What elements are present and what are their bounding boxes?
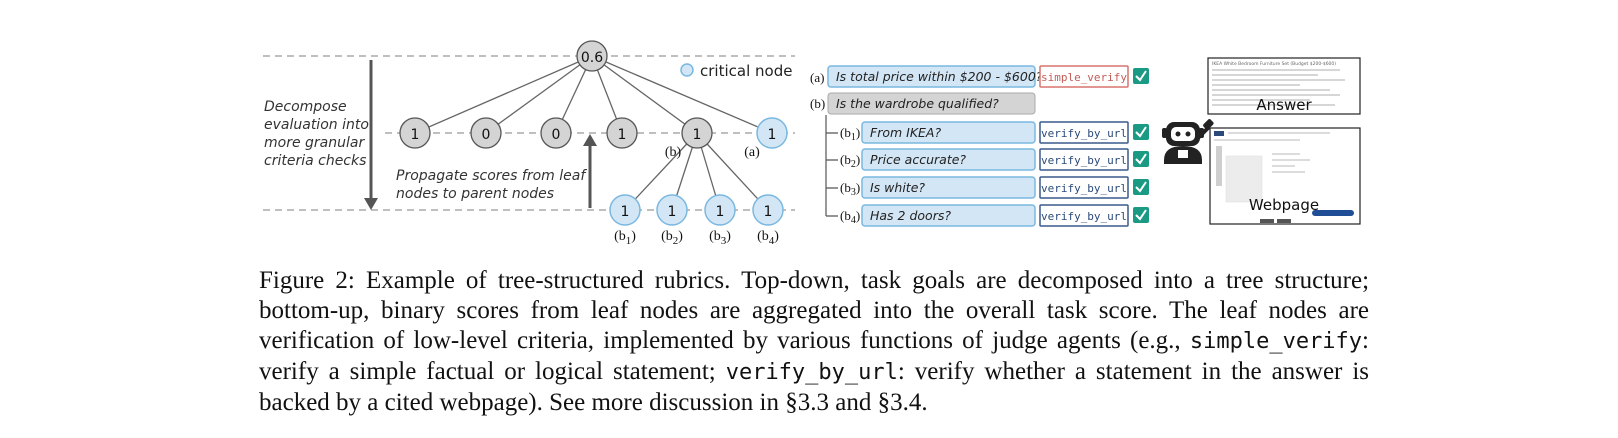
check-icon	[1133, 124, 1149, 140]
rubric-tag: (b3)	[840, 180, 860, 198]
rubric-tag: (b2)	[840, 152, 860, 170]
webpage-thumbnail: Webpage	[1209, 127, 1361, 225]
root-node: 0.6	[576, 40, 608, 72]
svg-text:0: 0	[482, 127, 491, 143]
caption-label: Figure 2:	[259, 267, 355, 294]
propagate-arrow-head	[583, 134, 597, 146]
level1-node: 1	[606, 117, 638, 149]
check-icon	[1133, 207, 1149, 223]
svg-text:1: 1	[764, 204, 773, 220]
leaf-node-critical: 1	[656, 194, 688, 226]
leaf-tag: (b4)	[757, 229, 779, 247]
rubric-row-b2: (b2) Price accurate? verify_by_url	[840, 148, 1149, 171]
caption-code-2: verify_by_url	[725, 360, 898, 385]
caption-code-1: simple_verify	[1189, 329, 1363, 354]
leaf-node-critical: 1	[704, 194, 736, 226]
legend-critical-swatch	[680, 63, 694, 77]
svg-text:Decompose: Decompose	[264, 99, 347, 115]
rubric-tag: (b1)	[840, 125, 860, 143]
webpage-title: Webpage	[1249, 196, 1319, 214]
rubric-row-b1: (b1) From IKEA? verify_by_url	[840, 121, 1149, 144]
svg-text:criteria checks: criteria checks	[264, 153, 366, 169]
rubric-func: verify_by_url	[1041, 154, 1127, 167]
node-tag-b: (b)	[665, 145, 682, 160]
answer-heading: IKEA White Bedroom Furniture Set (Budget…	[1212, 61, 1336, 67]
rubric-func: verify_by_url	[1041, 210, 1127, 223]
svg-text:nodes to parent nodes: nodes to parent nodes	[396, 186, 554, 202]
rubric-row-b4: (b4) Has 2 doors? verify_by_url	[840, 204, 1149, 227]
caption-text-3: : verify whether a statement in the answ…	[259, 358, 1369, 416]
level1-node: 0	[470, 117, 502, 149]
root-score: 0.6	[581, 50, 603, 66]
legend-label: critical node	[700, 62, 792, 80]
answer-thumbnail: IKEA White Bedroom Furniture Set (Budget…	[1207, 57, 1361, 115]
legend: critical node	[680, 62, 792, 80]
rubric-func: verify_by_url	[1041, 127, 1127, 140]
svg-text:1: 1	[693, 127, 702, 143]
figure-graphic: 0.6 critical node 1 0 0 1 1 1 (b) (a) 1 …	[263, 40, 1361, 247]
svg-text:more granular: more granular	[264, 135, 365, 151]
figure-caption: Figure 2: Example of tree-structured rub…	[259, 266, 1369, 418]
leaf-tag: (b2)	[661, 229, 683, 247]
svg-text:1: 1	[668, 204, 677, 220]
decompose-arrow-head	[364, 198, 378, 210]
rubric-question: Is white?	[870, 180, 925, 195]
rubric-row-b: (b) Is the wardrobe qualified?	[810, 92, 1036, 115]
leaf-tag: (b3)	[709, 229, 731, 247]
check-icon	[1133, 179, 1149, 195]
rubric-question: Is the wardrobe qualified?	[836, 96, 999, 111]
level1-node: 0	[540, 117, 572, 149]
leaf-tag: (b1)	[614, 229, 636, 247]
svg-text:1: 1	[768, 127, 777, 143]
rubric-tag: (b4)	[840, 208, 860, 226]
caption-text-1: Example of tree-structured rubrics. Top-…	[259, 267, 1370, 354]
caption-text-2: : verify a simple factual or logical sta…	[259, 327, 1369, 385]
leaf-node-critical: 1	[609, 194, 641, 226]
check-icon	[1133, 151, 1149, 167]
rubric-tag: (a)	[810, 70, 824, 85]
answer-title: Answer	[1256, 96, 1312, 114]
rubric-tag: (b)	[810, 96, 825, 111]
svg-text:1: 1	[716, 204, 725, 220]
node-tag-a: (a)	[744, 145, 760, 160]
svg-text:Propagate scores from leaf: Propagate scores from leaf	[396, 168, 587, 184]
svg-text:evaluation into: evaluation into	[264, 117, 369, 133]
rubric-question: Is total price within $200 - $600?	[836, 69, 1043, 84]
svg-text:1: 1	[411, 127, 420, 143]
svg-text:1: 1	[618, 127, 627, 143]
level1-node-b: 1	[681, 117, 713, 149]
rubric-row-b3: (b3) Is white? verify_by_url	[840, 176, 1149, 199]
rubric-question: Has 2 doors?	[870, 208, 951, 223]
rubric-func: simple_verify	[1041, 71, 1127, 84]
leaf-node-critical: 1	[752, 194, 784, 226]
robot-judge-icon	[1162, 119, 1214, 164]
rubric-bracket	[825, 115, 838, 217]
rubric-question: From IKEA?	[870, 125, 941, 140]
check-icon	[1133, 68, 1149, 84]
decompose-text: Decompose evaluation into more granular …	[264, 99, 369, 169]
rubric-question: Price accurate?	[870, 152, 966, 167]
rubric-func: verify_by_url	[1041, 182, 1127, 195]
rubric-row-a: (a) Is total price within $200 - $600? s…	[810, 65, 1149, 88]
propagate-text: Propagate scores from leaf nodes to pare…	[396, 168, 587, 202]
svg-text:0: 0	[552, 127, 561, 143]
level1-node: 1	[399, 117, 431, 149]
level1-node-a-critical: 1	[756, 117, 788, 149]
svg-text:1: 1	[621, 204, 630, 220]
